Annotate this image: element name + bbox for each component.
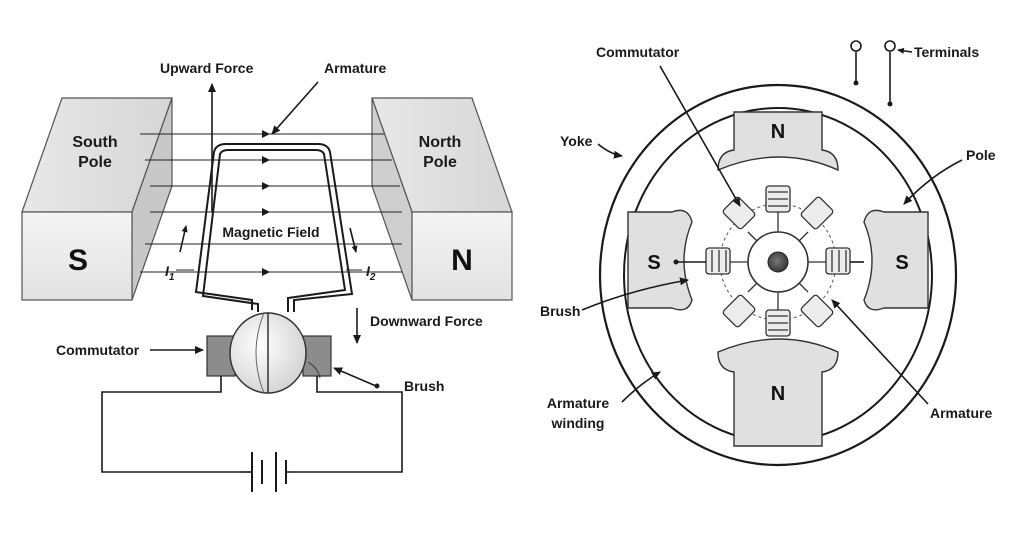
north-pole-magnet xyxy=(371,97,513,301)
pole-leader xyxy=(903,159,963,205)
south-pole-label-line1: South xyxy=(72,134,117,151)
armature-winding-leader xyxy=(621,371,661,403)
armature-label-left: Armature xyxy=(324,60,386,76)
south-pole-letter: S xyxy=(68,244,88,277)
pole-top-n xyxy=(717,111,839,172)
armature-winding-label-line2: winding xyxy=(551,415,605,431)
upward-force-label: Upward Force xyxy=(160,60,254,76)
commutator-label-right: Commutator xyxy=(596,44,680,60)
south-pole-magnet xyxy=(21,97,173,301)
brush-label-left: Brush xyxy=(404,378,444,394)
pole-top-letter: N xyxy=(771,121,785,143)
brush-label-right: Brush xyxy=(540,303,580,319)
yoke-leader xyxy=(597,143,623,159)
south-pole-label-line2: Pole xyxy=(78,154,112,171)
pole-bottom-n xyxy=(717,338,839,447)
north-pole-label-line1: North xyxy=(419,134,462,151)
current-i2-label: I2 xyxy=(366,263,376,283)
right-motor-cross-section: Commutator Terminals Yoke Pole N N S S B… xyxy=(540,40,996,467)
pole-left-letter: S xyxy=(647,252,660,274)
downward-force-label: Downward Force xyxy=(370,313,483,329)
pole-left-s xyxy=(627,209,693,311)
armature-shaft xyxy=(767,251,789,273)
north-pole-letter: N xyxy=(451,244,473,277)
left-commutator xyxy=(206,312,332,394)
right-commutator-leader xyxy=(659,65,741,207)
current-i1-arrow xyxy=(179,225,188,253)
magnetic-field-lines xyxy=(140,130,402,276)
right-brush-leader xyxy=(581,277,689,311)
yoke-label: Yoke xyxy=(560,133,593,149)
terminals xyxy=(850,40,913,107)
armature-leader xyxy=(271,81,319,135)
pole-right-letter: S xyxy=(895,252,908,274)
pole-bottom-letter: N xyxy=(771,383,785,405)
right-brushes xyxy=(673,259,864,265)
left-motor-diagram: Upward Force Armature South Pole North P… xyxy=(21,60,513,492)
left-brush-leader xyxy=(333,367,380,389)
magnetic-field-label: Magnetic Field xyxy=(222,224,319,240)
armature-coils xyxy=(705,185,851,337)
terminals-label: Terminals xyxy=(914,44,979,60)
right-armature-leader xyxy=(831,299,929,405)
pole-label: Pole xyxy=(966,147,996,163)
armature-loop xyxy=(194,143,354,312)
north-pole-label-line2: Pole xyxy=(423,154,457,171)
pole-right-s xyxy=(863,209,929,311)
external-circuit xyxy=(101,376,403,492)
armature-label-right: Armature xyxy=(930,405,992,421)
current-i2-arrow xyxy=(349,227,358,253)
current-i1-label: I1 xyxy=(165,263,175,283)
armature-winding-label-line1: Armature xyxy=(547,395,609,411)
commutator-label-left: Commutator xyxy=(56,342,140,358)
